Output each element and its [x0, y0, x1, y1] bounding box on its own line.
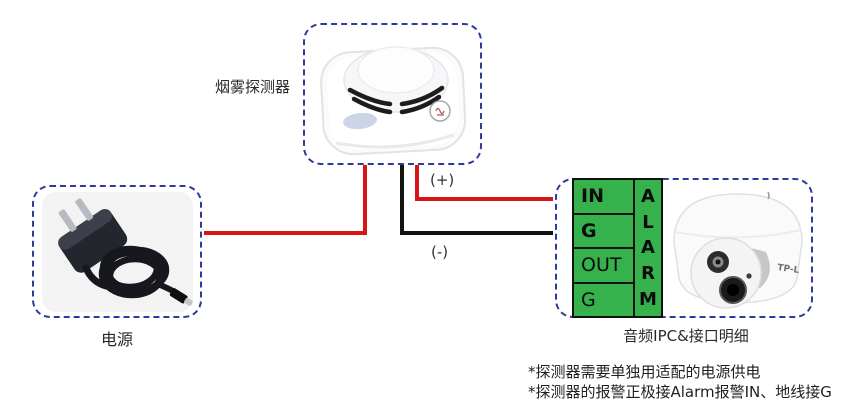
footnote-line-1: *探测器需要单独用适配的电源供电	[528, 363, 761, 381]
alarm-letter: L	[642, 211, 654, 233]
wire-power-red-vertical	[363, 165, 367, 235]
camera-icon: TP-L	[673, 191, 803, 309]
camera-logo-text: TP-L	[777, 263, 800, 276]
positive-wire-label: (+)	[430, 171, 455, 189]
terminal-row-g1: G	[574, 215, 633, 249]
footnote-line-2: *探测器的报警正极接Alarm报警IN、地线接G	[528, 383, 832, 401]
alarm-column-label: A L A R M	[635, 180, 661, 316]
power-label: 电源	[100, 330, 133, 349]
smoke-detector-icon	[320, 46, 467, 156]
terminal-row-out: OUT	[574, 249, 633, 284]
footnotes: *探测器需要单独用适配的电源供电 *探测器的报警正极接Alarm报警IN、地线接…	[528, 362, 832, 402]
smoke-detector-label: 烟雾探测器	[214, 78, 290, 96]
alarm-letter: R	[641, 263, 655, 285]
terminal-rows: IN G OUT G	[574, 180, 635, 316]
alarm-terminal-block: IN G OUT G A L A R M	[572, 178, 663, 318]
alarm-letter: A	[641, 237, 655, 259]
ipc-label: 音频IPC&接口明细	[623, 327, 749, 345]
terminal-row-g2: G	[581, 288, 596, 311]
wire-power-red-horizontal	[204, 231, 367, 235]
wire-positive-horizontal	[415, 197, 553, 201]
wire-negative-horizontal	[400, 231, 553, 235]
power-adapter-icon	[42, 192, 193, 312]
alarm-letter: A	[641, 186, 655, 208]
terminal-row-in: IN	[574, 180, 633, 215]
alarm-letter: M	[639, 288, 657, 310]
wire-negative-vertical	[400, 165, 404, 235]
wire-positive-vertical	[415, 165, 419, 201]
negative-wire-label: (-)	[431, 243, 449, 261]
